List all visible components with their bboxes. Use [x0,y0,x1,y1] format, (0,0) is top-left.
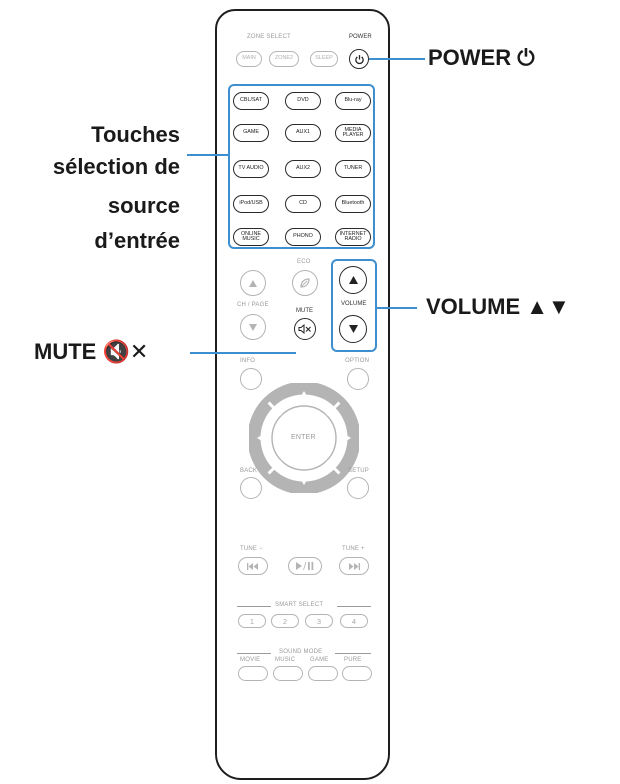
sound-mode-caption-item: GAME [310,657,329,663]
sound-mode-button[interactable] [308,666,338,681]
power-caption: POWER [349,34,372,40]
skip-back-button[interactable] [238,557,268,575]
source-button[interactable]: PHONO [285,228,321,246]
zone-select-caption: ZONE SELECT [247,34,291,40]
zone-2-button[interactable]: ZONE2 [269,51,299,67]
volume-caption: VOLUME [341,301,367,307]
source-leader-line [187,154,228,156]
ch-page-down-button[interactable] [240,314,266,340]
volume-leader-line [377,307,417,309]
smart-select-button[interactable]: 2 [271,614,299,628]
source-label-line-2: sélection de [52,154,180,179]
back-button[interactable] [240,477,262,499]
setup-button[interactable] [347,477,369,499]
source-button[interactable]: MEDIA PLAYER [335,124,371,142]
play-pause-icon [296,562,314,570]
sound-mode-rule-right [335,653,371,654]
mute-button[interactable] [294,318,316,340]
smart-select-button[interactable]: 4 [340,614,368,628]
volume-label: VOLUME ▲▼ [426,294,570,319]
sound-mode-caption-item: MOVIE [240,657,261,663]
power-icon [354,54,364,64]
option-caption: OPTION [345,358,370,364]
option-button[interactable] [347,368,369,390]
sound-mode-caption-item: MUSIC [275,657,296,663]
volume-up-button[interactable] [339,266,367,294]
smart-select-button[interactable]: 1 [238,614,266,628]
source-button[interactable]: AUX1 [285,124,321,142]
smart-select-caption: SMART SELECT [275,602,324,608]
source-button[interactable]: ONLINE MUSIC [233,228,269,246]
triangle-down-icon [249,323,257,331]
sound-mode-button[interactable] [342,666,372,681]
source-select-highlight [228,84,375,249]
source-label-line-4: d’entrée [94,228,180,253]
source-button[interactable]: CD [285,195,321,213]
skip-forward-icon [349,562,360,570]
source-button[interactable]: AUX2 [285,160,321,178]
enter-caption: ENTER [291,434,316,441]
smart-select-rule-right [337,606,371,607]
source-button[interactable]: Blu-ray [335,92,371,110]
sound-mode-button[interactable] [238,666,268,681]
ch-page-up-button[interactable] [240,270,266,296]
sleep-button[interactable]: SLEEP [310,51,338,67]
ch-page-caption: CH / PAGE [237,302,269,308]
sound-mode-rule-left [237,653,271,654]
tune-minus-caption: TUNE − [240,546,263,552]
source-button[interactable]: iPod/USB [233,195,269,213]
source-button[interactable]: Bluetooth [335,195,371,213]
zone-main-button[interactable]: MAIN [236,51,262,67]
leaf-icon [300,278,310,288]
source-button[interactable]: INTERNET RADIO [335,228,371,246]
eco-caption: ECO [297,259,311,265]
triangle-down-icon [348,325,358,333]
info-button[interactable] [240,368,262,390]
source-button[interactable]: DVD [285,92,321,110]
source-button[interactable]: CBL/SAT [233,92,269,110]
smart-select-rule-left [237,606,271,607]
power-button[interactable] [349,49,369,69]
back-caption: BACK [240,468,258,474]
sound-mode-caption: SOUND MODE [279,649,323,655]
source-label-line-1: Touches [91,122,180,147]
sound-mode-caption-item: PURE [344,657,362,663]
source-button[interactable]: GAME [233,124,269,142]
eco-button[interactable] [292,270,318,296]
triangle-up-icon [249,279,257,287]
setup-caption: SETUP [348,468,370,474]
skip-forward-button[interactable] [339,557,369,575]
power-leader-line [369,58,425,60]
power-label: POWER ⏻ [428,45,535,70]
source-label-line-3: source [107,193,180,218]
speaker-mute-icon [298,324,311,334]
mute-caption: MUTE [296,308,313,314]
volume-highlight [331,259,377,352]
navigation-pad[interactable] [249,383,359,493]
mute-leader-line [190,352,296,354]
skip-back-icon [247,562,258,570]
play-pause-button[interactable] [288,557,322,575]
volume-down-button[interactable] [339,315,367,343]
smart-select-button[interactable]: 3 [305,614,333,628]
triangle-up-icon [348,276,358,284]
sound-mode-button[interactable] [273,666,303,681]
source-button[interactable]: TV AUDIO [233,160,269,178]
info-caption: INFO [240,358,256,364]
mute-label: MUTE 🔇✕ [34,339,149,364]
source-button[interactable]: TUNER [335,160,371,178]
tune-plus-caption: TUNE + [342,546,365,552]
